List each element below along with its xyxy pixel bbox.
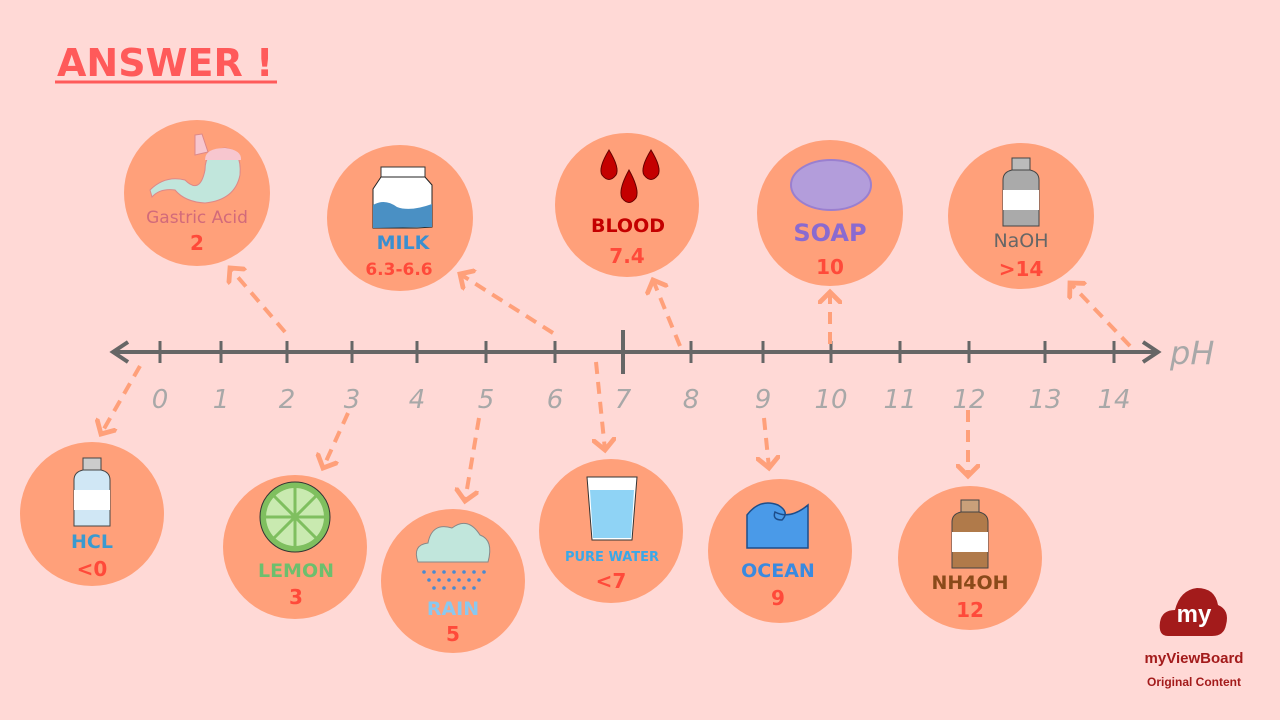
item-name: HCL xyxy=(71,531,113,553)
tick-label: 1 xyxy=(213,385,230,415)
item-name: NH4OH xyxy=(931,572,1008,594)
item-name: RAIN xyxy=(427,598,479,620)
item-value: 12 xyxy=(956,598,984,622)
item-nh4oh: NH4OH 12 xyxy=(898,486,1042,630)
item-milk: MILK 6.3-6.6 xyxy=(327,145,473,291)
lemon-slice-icon xyxy=(259,481,331,553)
axis-label: pH xyxy=(1169,334,1214,372)
arrow-blood xyxy=(653,280,682,347)
tick-label: 14 xyxy=(1097,385,1130,415)
item-name: BLOOD xyxy=(591,215,665,237)
item-gastric-acid: Gastric Acid 2 xyxy=(124,120,270,266)
right-arrowhead-icon xyxy=(1141,340,1162,364)
arrow-gastric xyxy=(230,268,287,334)
item-value: 2 xyxy=(190,231,204,255)
tick-label: 0 xyxy=(152,385,169,415)
item-name: NaOH xyxy=(993,230,1048,252)
arrow-naoh xyxy=(1070,283,1132,348)
item-hcl: HCL <0 xyxy=(20,442,164,586)
arrow-water xyxy=(596,361,605,450)
tick-label: 13 xyxy=(1028,385,1061,415)
bottle-icon xyxy=(951,499,989,569)
item-value: 3 xyxy=(289,585,303,609)
item-name: SOAP xyxy=(793,219,866,247)
tick-label: 11 xyxy=(883,385,916,415)
arrow-hcl xyxy=(101,365,142,434)
tick-label: 6 xyxy=(547,385,564,415)
page-title: ANSWER ! xyxy=(57,41,273,85)
tick-label: 4 xyxy=(409,385,426,415)
wave-icon xyxy=(746,502,809,549)
stomach-icon xyxy=(149,133,242,204)
logo-tagline: Original Content xyxy=(1147,675,1241,689)
item-value: 10 xyxy=(816,255,844,279)
item-value: 7.4 xyxy=(609,244,644,268)
tick-label: 8 xyxy=(683,385,700,415)
arrow-milk xyxy=(460,274,555,335)
item-value: <7 xyxy=(596,569,627,593)
milk-carton-icon xyxy=(372,166,433,229)
rain-cloud-icon xyxy=(415,522,491,590)
water-glass-icon xyxy=(586,476,638,541)
item-name: MILK xyxy=(377,232,431,254)
item-lemon: LEMON 3 xyxy=(223,475,367,619)
pointer-arrows xyxy=(101,268,1132,501)
item-name: OCEAN xyxy=(741,560,815,582)
logo-mark: my xyxy=(1177,601,1212,628)
bottle-icon xyxy=(1002,157,1040,227)
myviewboard-logo: my myViewBoard Original Content xyxy=(1145,588,1244,689)
tick-label: 5 xyxy=(478,385,495,415)
item-naoh: NaOH >14 xyxy=(948,143,1094,289)
item-value: <0 xyxy=(77,557,108,581)
item-value: 5 xyxy=(446,622,460,646)
item-ocean: OCEAN 9 xyxy=(708,479,852,623)
tick-label: 2 xyxy=(279,385,296,415)
left-arrowhead-icon xyxy=(109,340,130,364)
soap-bar-icon xyxy=(790,159,872,211)
item-name: PURE WATER xyxy=(565,550,659,565)
item-name: LEMON xyxy=(258,560,334,582)
item-pure-water: PURE WATER <7 xyxy=(539,459,683,603)
item-value: 9 xyxy=(771,586,785,610)
tick-label: 3 xyxy=(344,385,361,415)
item-name: Gastric Acid xyxy=(146,208,248,228)
arrow-ocean xyxy=(764,417,769,468)
item-value: 6.3-6.6 xyxy=(365,260,432,280)
arrow-lemon xyxy=(323,412,350,468)
tick-label: 9 xyxy=(755,385,772,415)
logo-brand: myViewBoard xyxy=(1145,650,1244,667)
cloud-logo-icon xyxy=(1159,588,1227,636)
item-rain: RAIN 5 xyxy=(381,509,525,653)
item-soap: SOAP 10 xyxy=(757,140,903,286)
blood-drops-icon xyxy=(600,149,660,203)
item-value: >14 xyxy=(999,257,1044,281)
tick-label: 7 xyxy=(615,385,632,415)
item-blood: BLOOD 7.4 xyxy=(555,133,699,277)
arrow-rain xyxy=(465,417,481,501)
bottle-icon xyxy=(73,457,111,527)
tick-label: 10 xyxy=(814,385,847,415)
